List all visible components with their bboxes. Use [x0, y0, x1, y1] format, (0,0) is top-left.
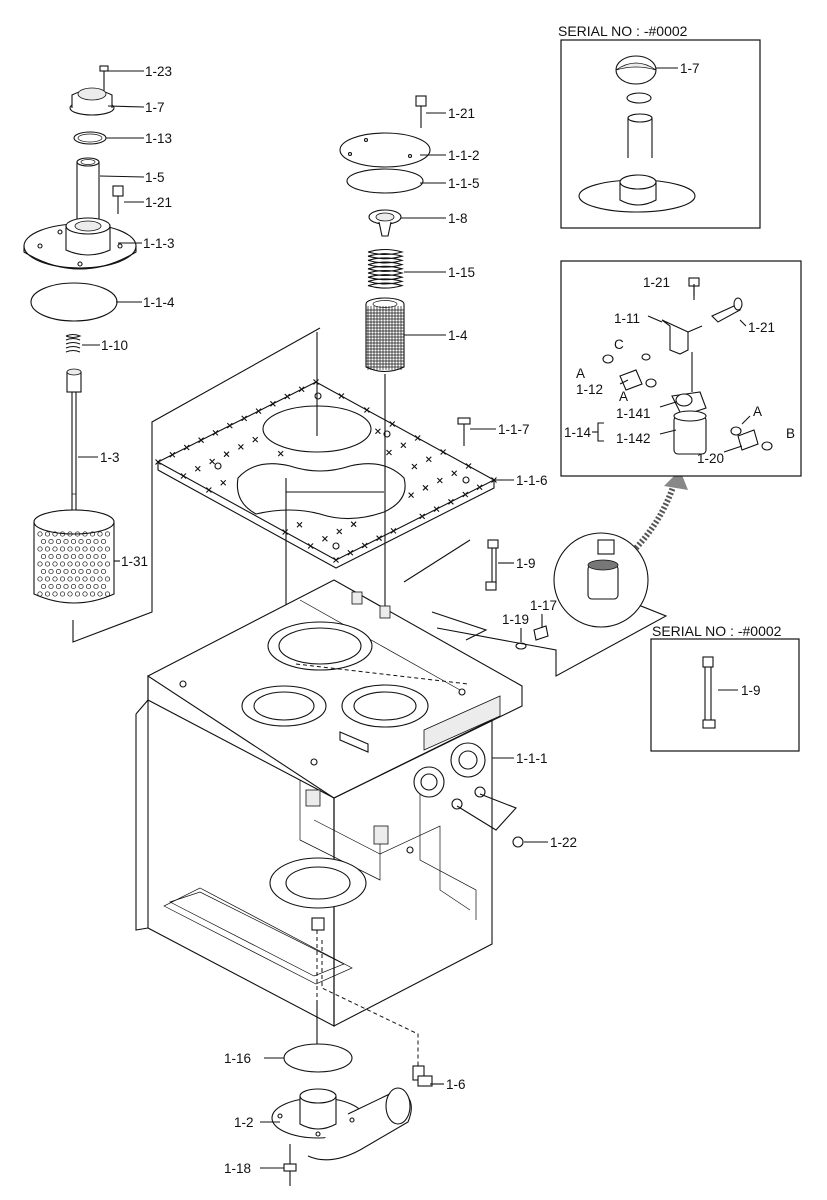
label-1-1-7: 1-1-7: [498, 422, 530, 437]
leader-1-22: [456, 793, 517, 831]
part-1-1-2-cover: [339, 132, 431, 168]
box-top-contents: [578, 55, 696, 213]
label-1-5: 1-5: [145, 170, 165, 185]
label-1-23: 1-23: [145, 64, 172, 79]
label-1-1-2: 1-1-2: [448, 148, 480, 163]
label-1-7: 1-7: [145, 100, 165, 115]
label-1-31: 1-31: [121, 554, 148, 569]
box-right-contents: [702, 656, 716, 729]
part-1-21-bolt-left: [112, 185, 124, 214]
leader-lines: [78, 67, 751, 1169]
leader-filter-mount: [431, 611, 488, 641]
part-1-31-strainer: [33, 509, 115, 604]
label-1-6: 1-6: [446, 1077, 466, 1092]
part-1-22-plug: [512, 836, 524, 848]
leader-gauge: [403, 539, 668, 677]
label-1-1-6: 1-1-6: [516, 473, 548, 488]
label-1-9-box: 1-9: [741, 683, 761, 698]
label-1-13: 1-13: [145, 131, 172, 146]
label-1-1-4: 1-1-4: [143, 295, 175, 310]
label-1-15: 1-15: [448, 265, 475, 280]
label-1-1-5: 1-1-5: [448, 176, 480, 191]
label-1-19: 1-19: [502, 612, 529, 627]
part-1-1-6-top-plate: [155, 379, 497, 569]
part-1-1-5-gasket: [346, 168, 424, 194]
label-1-142: 1-142: [616, 431, 651, 446]
detail-arrow: [633, 477, 679, 551]
part-1-8-bypass-valve: [368, 209, 402, 237]
label-1-7-box: 1-7: [680, 61, 700, 76]
part-1-1-7-screw: [457, 417, 471, 446]
label-1-21-center: 1-21: [448, 106, 475, 121]
part-1-1-1-tank: [135, 579, 523, 1066]
label-1-16: 1-16: [224, 1051, 251, 1066]
part-1-4-filter-element: [365, 297, 405, 373]
label-1-21-left: 1-21: [145, 195, 172, 210]
part-1-13-snap-ring: [73, 131, 107, 145]
part-1-6-drain-valve: [412, 1065, 433, 1087]
label-1-141: 1-141: [616, 406, 651, 421]
part-1-7-breather-cap: [69, 87, 115, 116]
filter-detail-circle: [553, 532, 649, 628]
label-1-10: 1-10: [101, 338, 128, 353]
label-1-20: 1-20: [697, 451, 724, 466]
strainer-perforation: [37, 531, 111, 597]
label-1-2: 1-2: [234, 1115, 254, 1130]
part-1-10-spring: [65, 333, 82, 353]
part-1-5-strainer-tube: [76, 157, 100, 222]
part-1-1-3-cover-plate: [23, 217, 137, 270]
label-1-18: 1-18: [224, 1161, 251, 1176]
label-B: B: [786, 426, 795, 441]
label-1-22: 1-22: [550, 835, 577, 850]
part-1-16-gasket: [283, 1043, 353, 1073]
serial-note-right: SERIAL NO : -#0002: [652, 623, 782, 639]
part-1-18-bolt: [283, 1144, 297, 1186]
serial-note-top: SERIAL NO : -#0002: [558, 23, 688, 39]
label-A-2: A: [619, 389, 628, 404]
leader-bracket-left: [72, 327, 321, 643]
label-1-1-1: 1-1-1: [516, 751, 548, 766]
label-1-9: 1-9: [516, 556, 536, 571]
label-1-14: 1-14: [564, 425, 592, 440]
serial-box-right: [650, 638, 800, 752]
label-1-21-box-right: 1-21: [748, 320, 775, 335]
label-1-8: 1-8: [448, 211, 468, 226]
part-1-9-level-gauge: [485, 539, 499, 591]
label-A-3: A: [753, 404, 762, 419]
part-labels: SERIAL NO : -#0002 SERIAL NO : -#0002 1-…: [100, 23, 795, 1176]
filter-detail-contents: [592, 277, 773, 455]
part-1-2-suction-elbow: [271, 1087, 412, 1161]
label-C: C: [614, 337, 624, 352]
tank-port-flange: [413, 742, 486, 810]
label-1-21-box-top: 1-21: [643, 275, 670, 290]
label-1-11: 1-11: [614, 311, 640, 326]
part-1-3-rod: [66, 368, 82, 522]
label-1-12: 1-12: [576, 382, 603, 397]
part-1-21-bolt-center: [415, 95, 427, 128]
label-1-17: 1-17: [530, 598, 557, 613]
label-1-4: 1-4: [448, 328, 468, 343]
part-1-1-4-gasket: [30, 282, 118, 322]
label-1-3: 1-3: [100, 450, 120, 465]
plate-cross-marks: [155, 379, 497, 563]
label-1-1-3: 1-1-3: [143, 236, 175, 251]
part-1-17-fitting: [533, 625, 549, 641]
label-A-1: A: [576, 366, 585, 381]
part-1-15-spring: [367, 248, 404, 289]
filter-mesh: [366, 306, 404, 370]
